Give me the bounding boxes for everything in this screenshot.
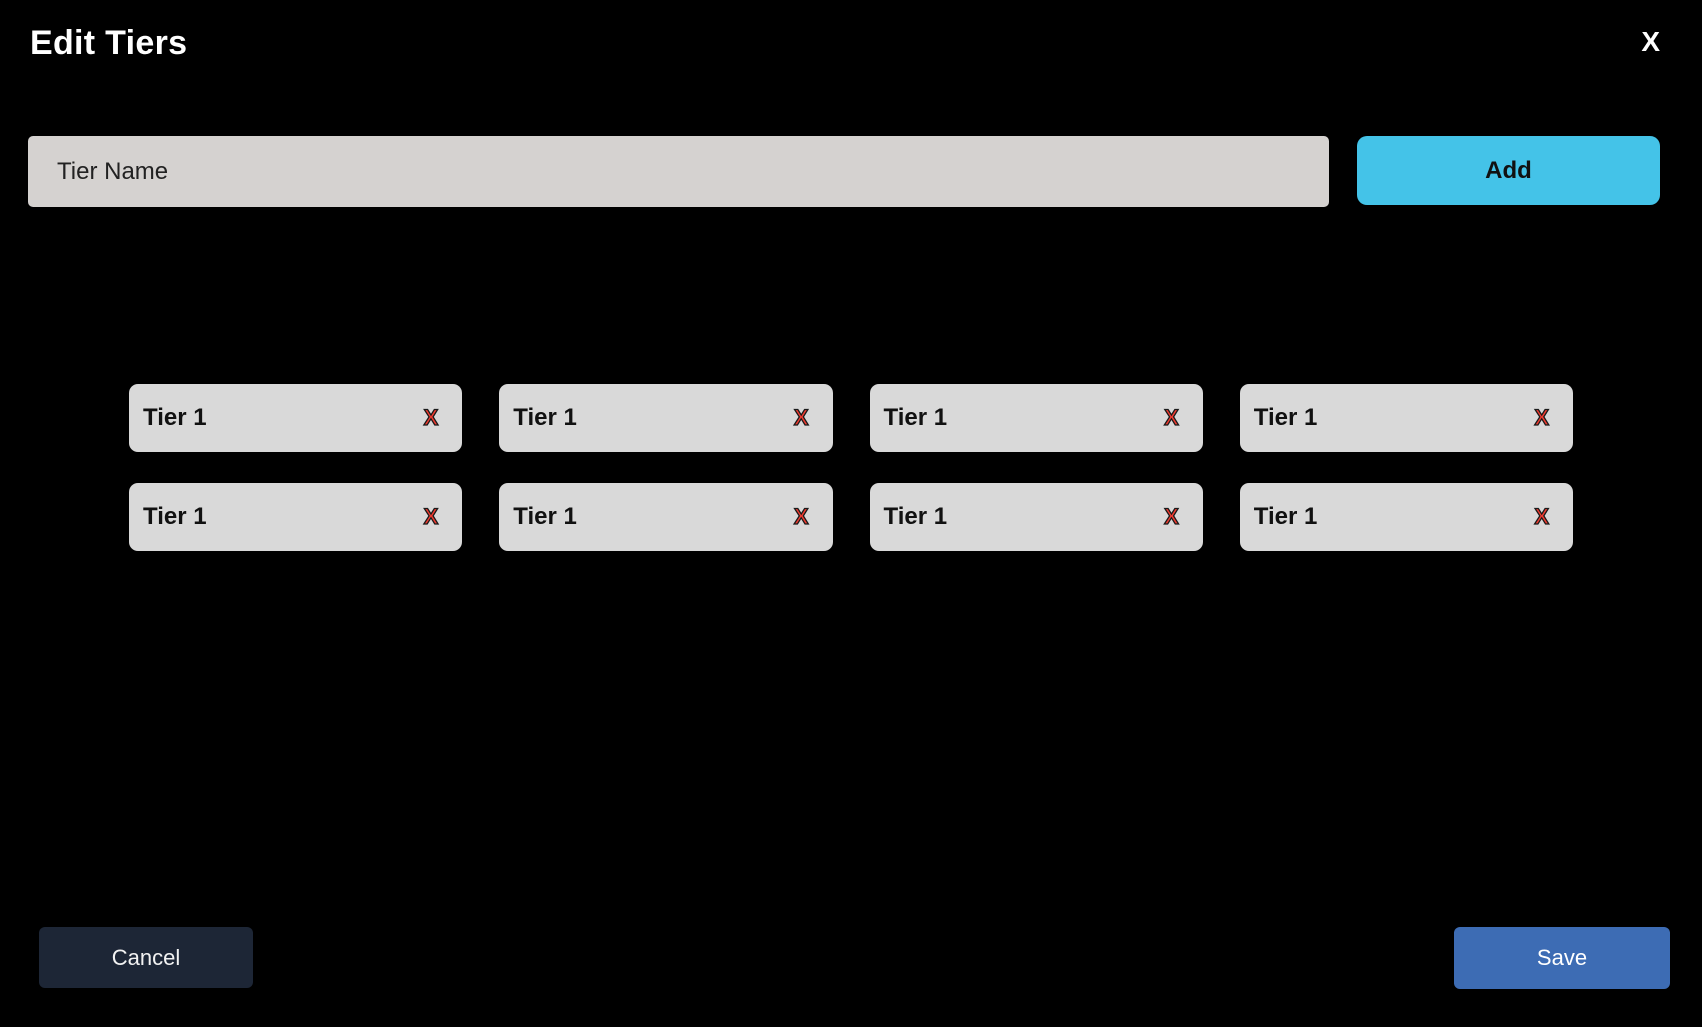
tier-name-label: Tier 1: [1253, 503, 1318, 530]
remove-tier-button[interactable]: X: [790, 502, 813, 532]
cancel-button[interactable]: Cancel: [39, 927, 253, 988]
tier-name-label: Tier 1: [513, 503, 577, 530]
tier-chip: Tier 1 X: [1239, 384, 1573, 452]
add-tier-button[interactable]: Add: [1357, 136, 1660, 205]
tier-name-label: Tier 1: [513, 404, 577, 431]
remove-tier-button[interactable]: X: [420, 502, 443, 532]
tier-name-input[interactable]: [28, 136, 1329, 207]
close-button[interactable]: X: [1635, 22, 1666, 62]
tier-chip: Tier 1 X: [499, 483, 833, 551]
tier-name-label: Tier 1: [143, 404, 207, 431]
remove-tier-button[interactable]: X: [1160, 403, 1183, 433]
tier-chip: Tier 1 X: [1239, 483, 1573, 551]
remove-tier-button[interactable]: X: [1530, 502, 1553, 532]
tier-chip: Tier 1 X: [499, 384, 833, 452]
save-button[interactable]: Save: [1454, 927, 1670, 989]
remove-tier-button[interactable]: X: [1160, 502, 1183, 532]
tier-name-label: Tier 1: [1253, 404, 1318, 431]
modal-title: Edit Tiers: [30, 24, 188, 62]
tier-chip: Tier 1 X: [869, 483, 1203, 551]
tier-chip: Tier 1 X: [129, 384, 463, 452]
remove-tier-button[interactable]: X: [790, 403, 813, 433]
close-icon: X: [1641, 26, 1660, 57]
remove-tier-button[interactable]: X: [1530, 403, 1553, 433]
tier-name-label: Tier 1: [883, 404, 948, 431]
tier-chip: Tier 1 X: [129, 483, 463, 551]
tier-list: Tier 1 X Tier 1 X Tier 1 X Tier 1 X Tier…: [129, 384, 1573, 551]
tier-chip: Tier 1 X: [869, 384, 1203, 452]
tier-name-label: Tier 1: [143, 503, 207, 530]
remove-tier-button[interactable]: X: [420, 403, 443, 433]
tier-name-label: Tier 1: [883, 503, 948, 530]
